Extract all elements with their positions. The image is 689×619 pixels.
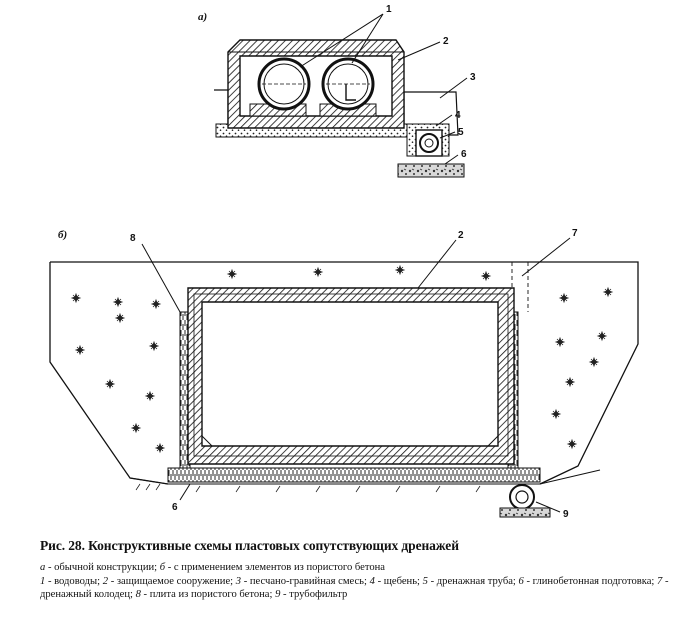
legend-text: - щебень; [374,575,423,587]
legend-key: 1 [40,575,46,587]
caption-title: Рис. 28. Конструктивные схемы пластовых … [40,538,459,553]
caption-text-a: - обычной конструкции; [45,562,160,573]
drainage-well [511,262,529,312]
protected-structure-b [187,287,515,465]
callout-a-3: 3 [470,72,476,83]
legend-key: 6 [518,575,524,587]
scheme-b: б) [49,228,639,520]
callout-a-6: 6 [461,149,467,160]
callout-a-5: 5 [458,127,464,138]
caption-key-a: а [40,562,46,573]
callout-b-7: 7 [572,228,578,239]
legend-key: 5 [422,575,428,587]
figure-caption: Рис. 28. Конструктивные схемы пластовых … [40,538,680,602]
callout-a-2: 2 [443,36,449,47]
ground-line [129,469,601,485]
callout-b-8: 8 [130,233,136,244]
legend-items: 1 - водоводы; 2 - защищаемое сооружение;… [40,576,669,601]
water-pipe-left [257,57,311,111]
pipe-filter [499,484,551,518]
callout-b-9: 9 [563,509,569,520]
legend-key: 4 [369,575,375,587]
legend-text: - глинобетонная подготовка; [523,575,658,587]
part-label-a: а) [198,11,207,23]
legend-key: 9 [275,589,281,600]
legend-text: - трубофильтр [280,589,348,600]
callout-b-6: 6 [172,502,178,513]
legend-text: - песчано-гравийная смесь; [241,575,370,587]
legend-text: - дренажный колодец; [40,575,669,601]
scheme-a: а) [198,4,476,178]
legend-key: 8 [135,589,141,600]
legend-key: 2 [102,575,109,587]
caption-key-b: б [159,562,166,573]
legend-key: 7 [657,575,663,587]
callout-b-2: 2 [458,230,464,241]
clay-concrete-base [397,163,465,178]
water-pipe-right [321,57,375,111]
callout-a-1: 1 [386,4,392,15]
legend-text: - плита из пористого бетона; [140,589,276,600]
legend-key: 3 [235,575,242,587]
callout-a-4: 4 [455,110,461,121]
legend-text: - дренажная труба; [427,575,519,587]
drainage-diagram: а) [49,4,639,520]
drain-pipe-a [415,129,443,157]
legend-text: - защищаемое сооружение; [108,575,236,587]
caption-text-b: - с применением элементов из пористого б… [165,562,386,573]
legend-text: - водоводы; [45,575,103,587]
caption-legend: а - обычной конструкции; б - с применени… [40,561,680,602]
part-label-b: б) [58,229,67,241]
porous-plate-bottom [167,467,541,483]
